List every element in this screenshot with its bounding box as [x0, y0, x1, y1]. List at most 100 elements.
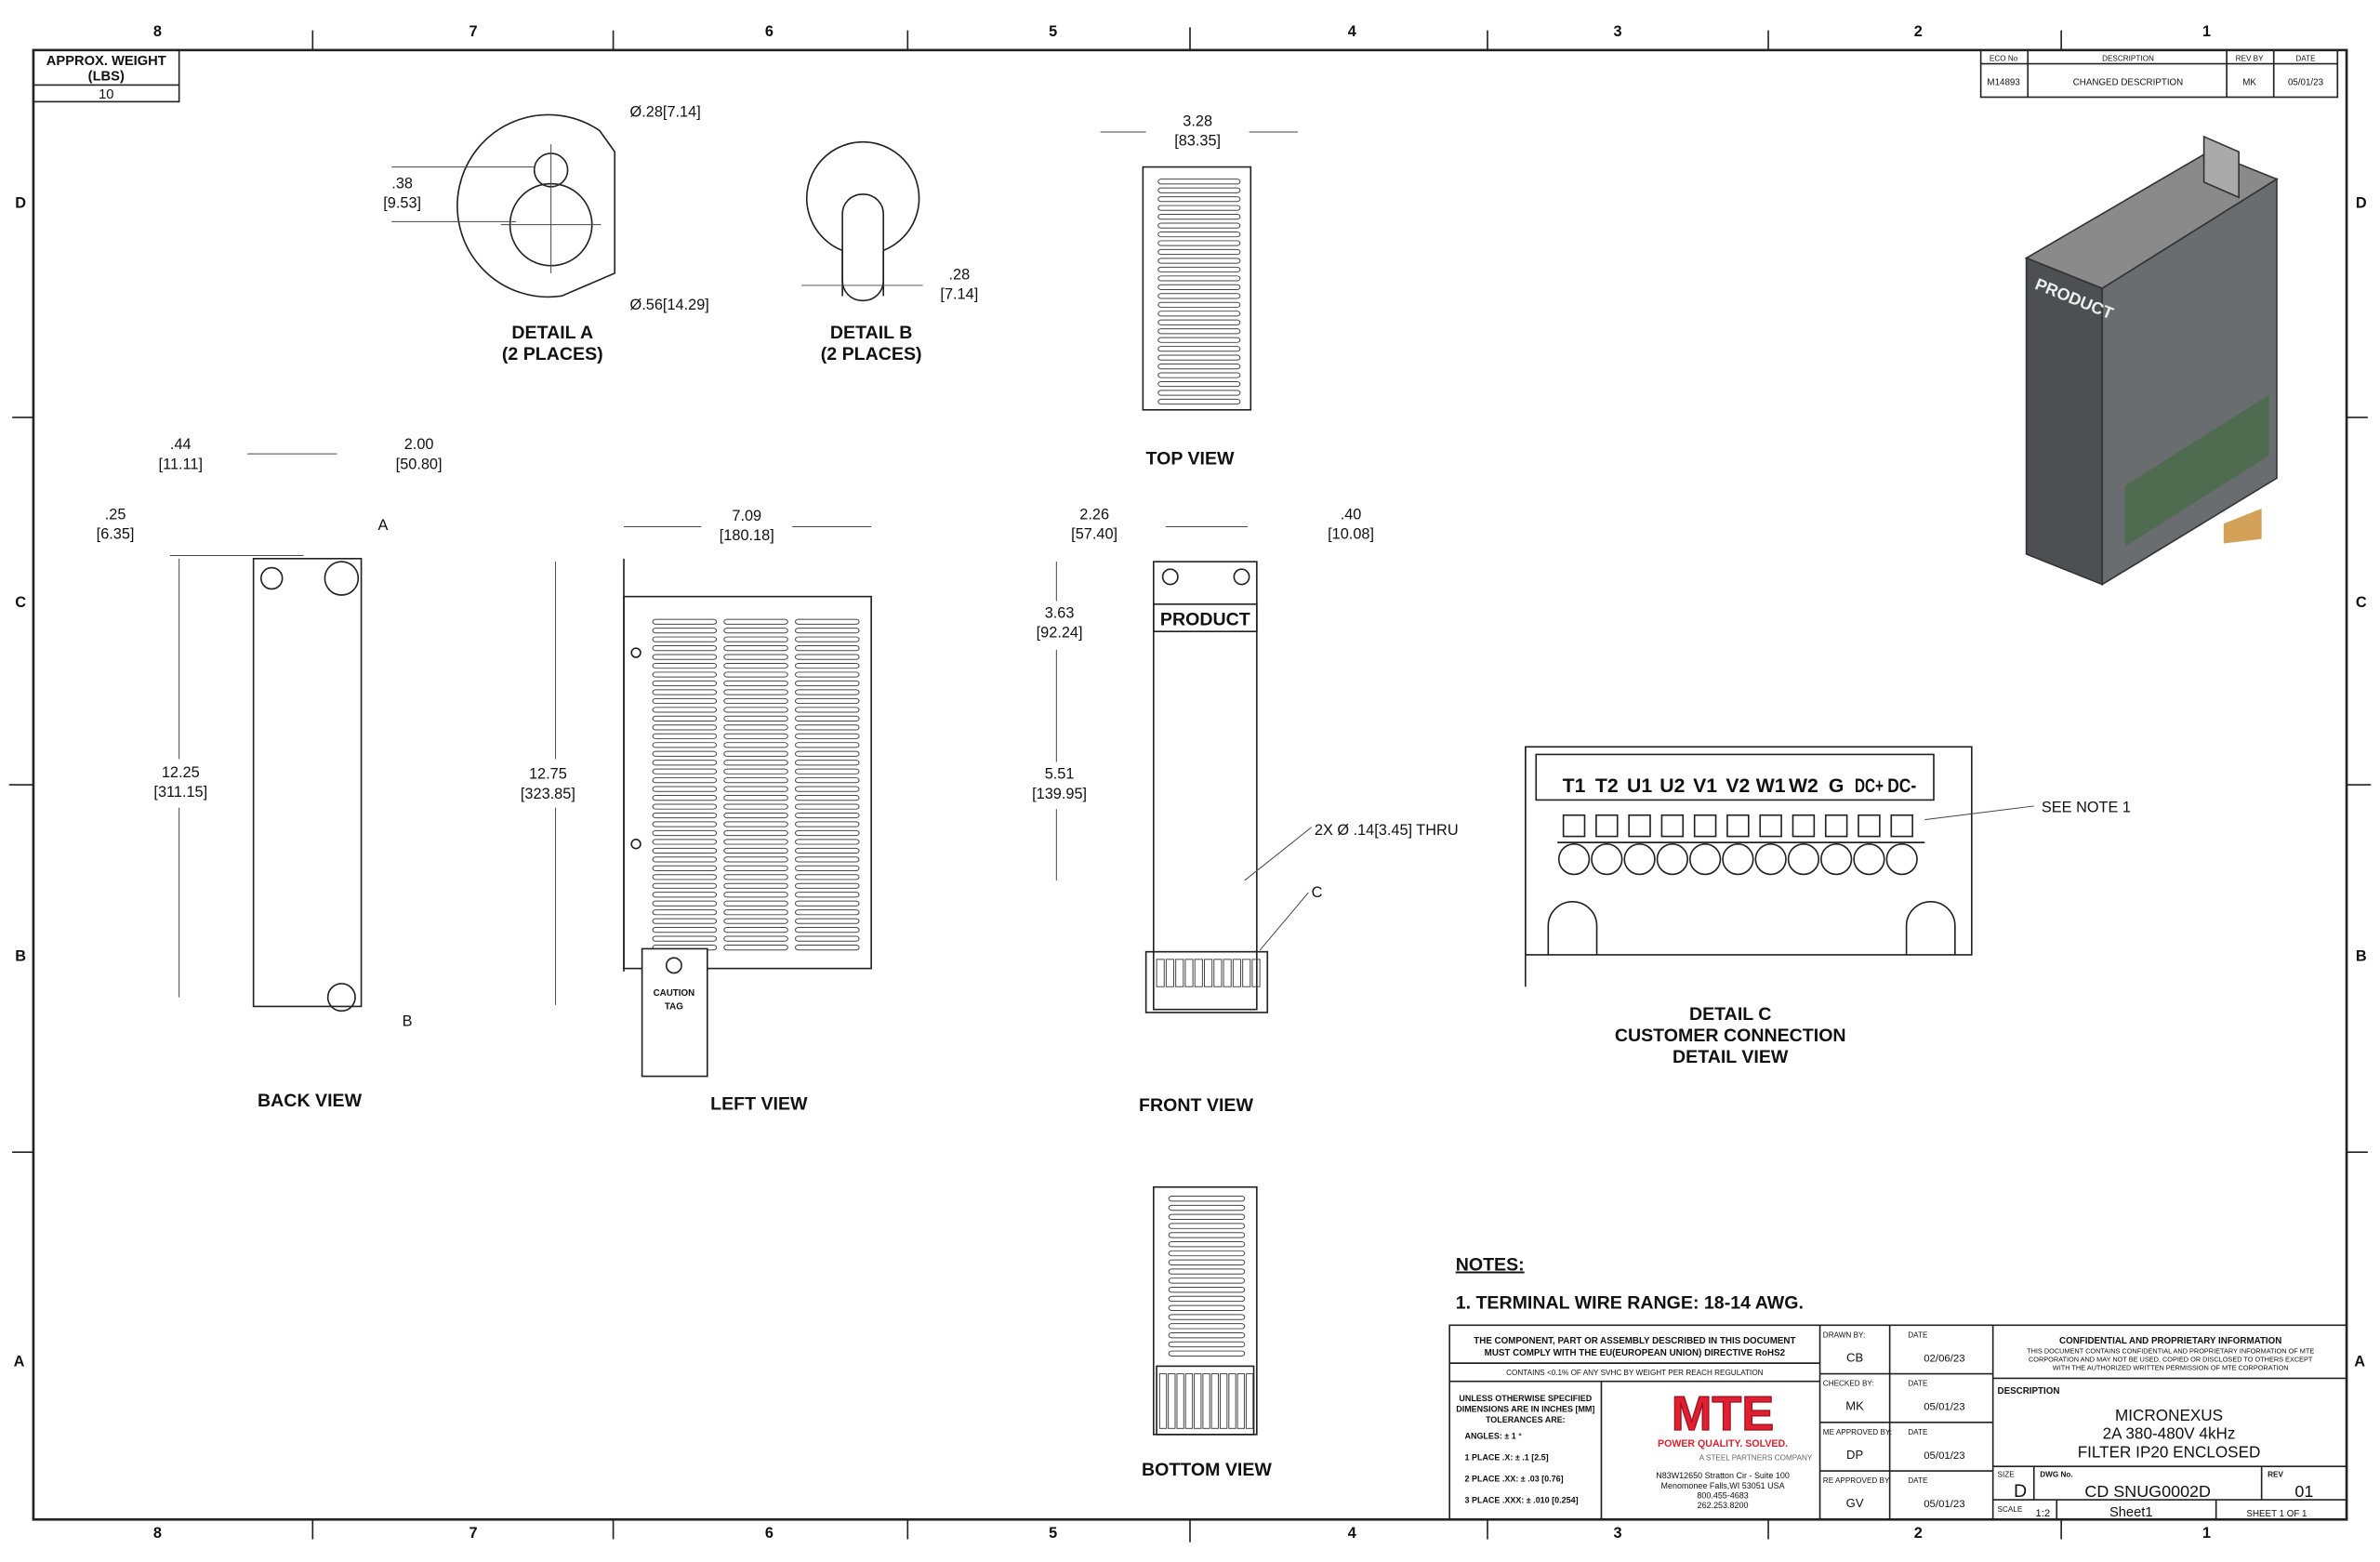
vent-slot	[723, 935, 788, 942]
description-1: MICRONEXUS	[2115, 1406, 2223, 1424]
signoff-date: 05/01/23	[1924, 1402, 1964, 1413]
bottom-terminal	[1158, 1373, 1168, 1429]
callout-b: B	[403, 1013, 413, 1030]
terminal-wire-entry	[1656, 842, 1689, 876]
rev-label: REV	[2268, 1471, 2283, 1479]
dim-left-4: [323.85]	[521, 786, 575, 802]
vent-slot	[795, 918, 860, 924]
zone-col-4: 4	[1348, 23, 1356, 40]
vent-slot	[795, 882, 860, 889]
terminal-screw-access	[1660, 814, 1685, 838]
bottom-terminal	[1202, 1373, 1210, 1429]
vent-slot	[795, 892, 860, 898]
dim-left-3: 12.75	[529, 766, 567, 783]
vent-slot	[795, 671, 860, 678]
front-terminal	[1175, 959, 1184, 987]
vent-slot	[723, 856, 788, 863]
vent-slot	[1168, 1232, 1246, 1238]
vent-slot	[1168, 1204, 1246, 1211]
dim-front-8: [139.95]	[1032, 786, 1087, 802]
vent-slot	[652, 803, 718, 810]
terminal-screw-access	[1824, 814, 1848, 838]
vent-slot	[723, 786, 788, 792]
mte-logo: MTE	[1672, 1387, 1774, 1441]
vent-slot	[1157, 258, 1241, 264]
signoff-date: 05/01/23	[1924, 1450, 1964, 1462]
vent-slot	[723, 750, 788, 757]
address-4: 262.253.8200	[1698, 1501, 1749, 1510]
vent-slot	[652, 707, 718, 713]
vent-slot	[652, 900, 718, 907]
signoff-label: ME APPROVED BY:	[1823, 1428, 1892, 1436]
rohs-line-2: MUST COMPLY WITH THE EU(EUROPEAN UNION) …	[1485, 1348, 1786, 1358]
address-1: N83W12650 Stratton Cir - Suite 100	[1656, 1471, 1790, 1480]
front-terminal	[1156, 959, 1165, 987]
vent-slot	[723, 909, 788, 916]
front-terminal	[1194, 959, 1203, 987]
dim-back-8: [311.15]	[153, 784, 207, 801]
vent-slot	[1168, 1304, 1246, 1311]
dim-front-thru: 2X Ø .14[3.45] THRU	[1315, 822, 1459, 839]
rev-desc: CHANGED DESCRIPTION	[2073, 77, 2183, 87]
dim-back-4: [50.80]	[396, 456, 443, 472]
vent-slot	[652, 829, 718, 837]
signoff-name: CB	[1846, 1350, 1863, 1364]
title-block: THE COMPONENT, PART OR ASSEMBLY DESCRIBE…	[1448, 1324, 2347, 1521]
vent-slot	[795, 865, 860, 871]
vent-slot	[795, 927, 860, 933]
detail-b-title: DETAIL B	[830, 323, 912, 343]
dim-back-6: [6.35]	[97, 526, 135, 543]
bottom-view-title: BOTTOM VIEW	[1142, 1460, 1272, 1480]
dim-back-3: 2.00	[404, 436, 434, 453]
vent-slot	[1157, 398, 1241, 405]
zone-col-8: 8	[153, 23, 162, 40]
rohs-line-1: THE COMPONENT, PART OR ASSEMBLY DESCRIBE…	[1474, 1336, 1795, 1346]
vent-slot	[1157, 293, 1241, 299]
vent-slot	[1157, 266, 1241, 273]
tol-line-2: DIMENSIONS ARE IN INCHES [MM]	[1456, 1404, 1594, 1413]
front-product-label: PRODUCT	[1160, 610, 1250, 630]
dim-front-6: [92.24]	[1037, 625, 1083, 642]
bottom-terminal	[1245, 1373, 1254, 1429]
vent-slot	[652, 768, 718, 774]
dim-front-2: [57.40]	[1071, 526, 1117, 543]
signoff-label: RE APPROVED BY:	[1823, 1476, 1891, 1485]
detail-b: .28 [7.14] DETAIL B (2 PLACES)	[801, 140, 978, 364]
terminal-label: U1	[1627, 775, 1652, 797]
vent-slot	[1157, 311, 1241, 317]
front-terminal	[1232, 959, 1242, 987]
signoff-label: CHECKED BY:	[1823, 1380, 1874, 1388]
vent-slot	[723, 847, 788, 854]
vent-slot	[652, 882, 718, 889]
vent-slot	[652, 786, 718, 792]
terminal-wire-entry	[1754, 842, 1787, 876]
bottom-terminal	[1220, 1373, 1228, 1429]
vent-slot	[652, 724, 718, 731]
vent-slot	[723, 944, 788, 951]
front-terminal	[1165, 959, 1175, 987]
rev-header-eco: ECO No	[1990, 54, 2018, 62]
tol-2place: 2 PLACE .XX: ± .03 [0.76]	[1465, 1474, 1564, 1483]
dim-front-1: 2.26	[1079, 506, 1109, 523]
dim-top-2: [83.35]	[1174, 133, 1221, 150]
vent-slot	[1157, 187, 1241, 193]
vent-slot	[1168, 1331, 1246, 1339]
dim-back-2: [11.11]	[159, 456, 203, 472]
vent-slot	[795, 707, 860, 713]
drawing-border	[32, 48, 2348, 1521]
vent-slot	[723, 882, 788, 889]
vent-slot	[723, 724, 788, 731]
dim-a-4: Ø.56[14.29]	[630, 297, 709, 313]
signoff-date-label: DATE	[1908, 1428, 1928, 1436]
vent-slot	[1157, 390, 1241, 396]
terminal-wire-entry	[1688, 842, 1722, 876]
zone-col-5: 5	[1049, 23, 1057, 40]
zone-col-6: 6	[765, 23, 774, 40]
vent-slot	[652, 645, 718, 652]
description-3: FILTER IP20 ENCLOSED	[2078, 1442, 2261, 1461]
zone-col-5-bottom: 5	[1049, 1525, 1057, 1542]
zone-markers: 8 7 6 5 4 3 2 1 8 7 6 5 4 3 2 1 D C B A …	[8, 23, 2372, 1542]
zone-col-7: 7	[469, 23, 477, 40]
